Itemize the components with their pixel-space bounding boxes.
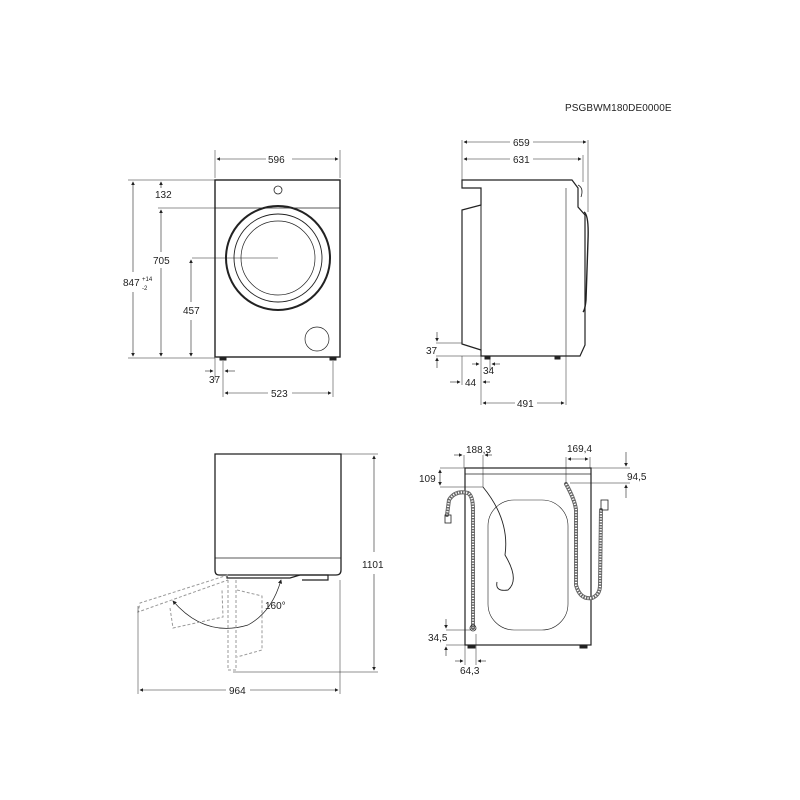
rear-top-inlet-label: 94,5 <box>627 472 647 483</box>
side-view <box>435 140 589 405</box>
front-top-panel-label: 132 <box>155 190 172 201</box>
front-door-center-label: 457 <box>183 306 200 317</box>
front-view <box>128 150 341 397</box>
side-depth-total-label: 659 <box>513 138 530 149</box>
front-height-tol-minus: -2 <box>142 286 148 292</box>
front-width-label: 596 <box>268 155 285 166</box>
rear-view <box>438 452 630 665</box>
top-view <box>137 453 378 694</box>
rear-top-drain-label: 109 <box>419 474 436 485</box>
front-height-tol-plus: +14 <box>142 277 153 283</box>
side-foot-span-label: 491 <box>517 399 534 410</box>
rear-drain-offset-label: 188,3 <box>466 445 491 456</box>
front-door-top-label: 705 <box>153 256 170 267</box>
rear-bottom-drain-label: 34,5 <box>428 633 448 644</box>
top-height-open-label: 1101 <box>362 560 384 571</box>
front-foot-offset-label: 37 <box>209 375 221 386</box>
side-rear-offset-label: 44 <box>465 378 477 389</box>
side-foot-offset-label: 34 <box>483 366 495 377</box>
rear-inlet-offset-label: 169,4 <box>567 444 592 455</box>
rear-side-drain-label: 64,3 <box>460 666 480 677</box>
side-rear-height-label: 37 <box>426 346 438 357</box>
top-door-angle-label: 160° <box>265 601 286 612</box>
front-height-label: 847 <box>123 278 140 289</box>
model-code: PSGBWM180DE0000E <box>565 103 672 114</box>
front-foot-span-label: 523 <box>271 389 288 400</box>
top-depth-open-label: 964 <box>229 686 246 697</box>
side-depth-body-label: 631 <box>513 155 530 166</box>
